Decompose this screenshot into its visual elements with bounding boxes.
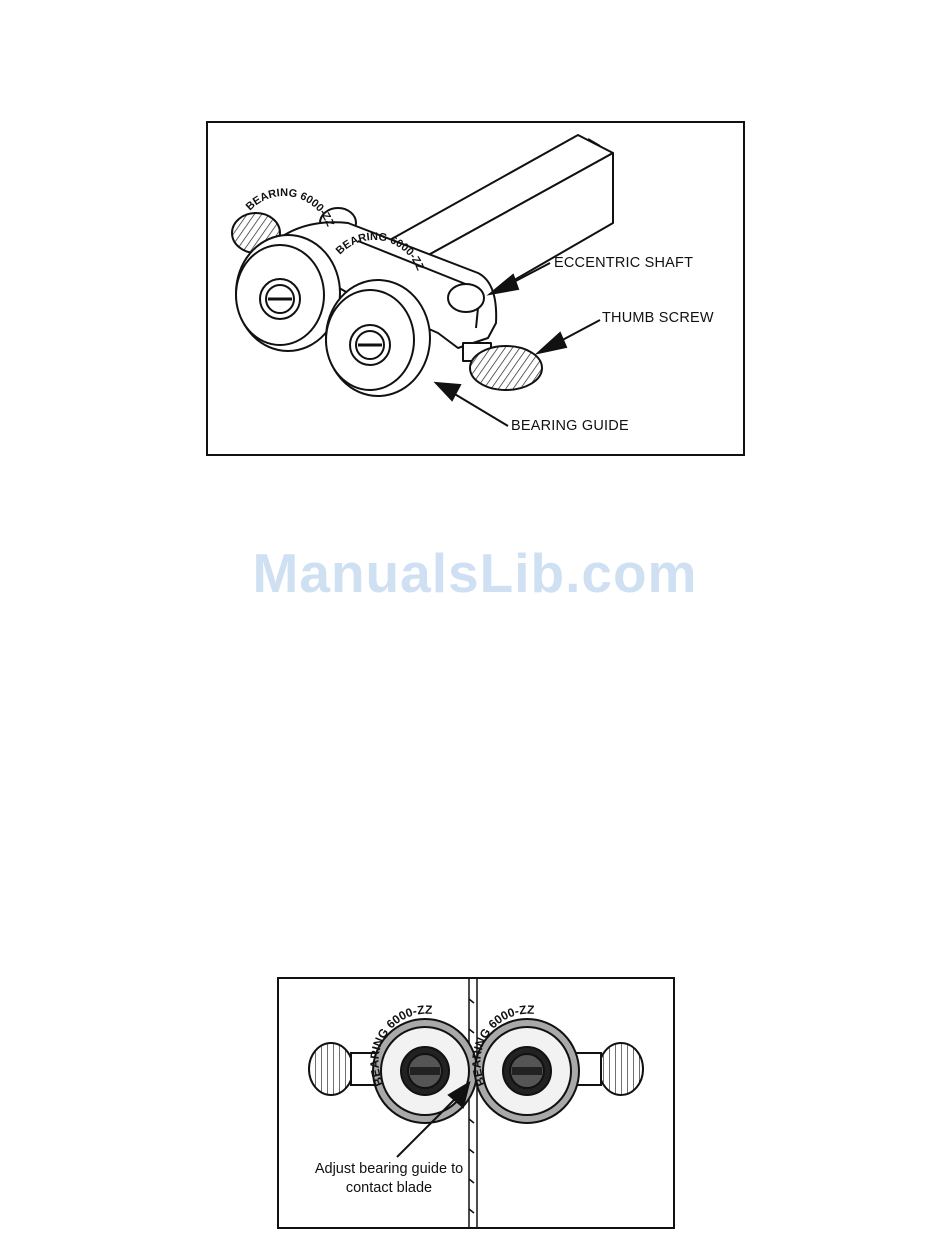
callout-bearing-guide: BEARING GUIDE bbox=[511, 418, 629, 434]
thumb-screw-front bbox=[463, 343, 542, 390]
eccentric-shaft-collar bbox=[448, 284, 484, 312]
thumb-screw-left bbox=[309, 1043, 353, 1095]
bearing-left bbox=[236, 235, 340, 351]
callout-thumb-screw: THUMB SCREW bbox=[602, 310, 714, 326]
figure-bearing-adjust-blade: BEARING 6000-ZZ BEARING 6000-ZZ Adjust b… bbox=[277, 977, 675, 1229]
bearing-right bbox=[326, 280, 430, 396]
adjust-caption: Adjust bearing guide to contact blade bbox=[299, 1160, 479, 1198]
callout-eccentric-shaft: ECCENTRIC SHAFT bbox=[554, 255, 693, 271]
figure-bearing-guide-assembly: BEARING 6000-ZZ BEARING 6000-ZZ ECCENTRI… bbox=[206, 121, 745, 456]
bearing-guide-illustration: BEARING 6000-ZZ BEARING 6000-ZZ bbox=[208, 123, 743, 454]
watermark: ManualsLib.com bbox=[0, 541, 950, 605]
thumb-screw-right bbox=[599, 1043, 643, 1095]
